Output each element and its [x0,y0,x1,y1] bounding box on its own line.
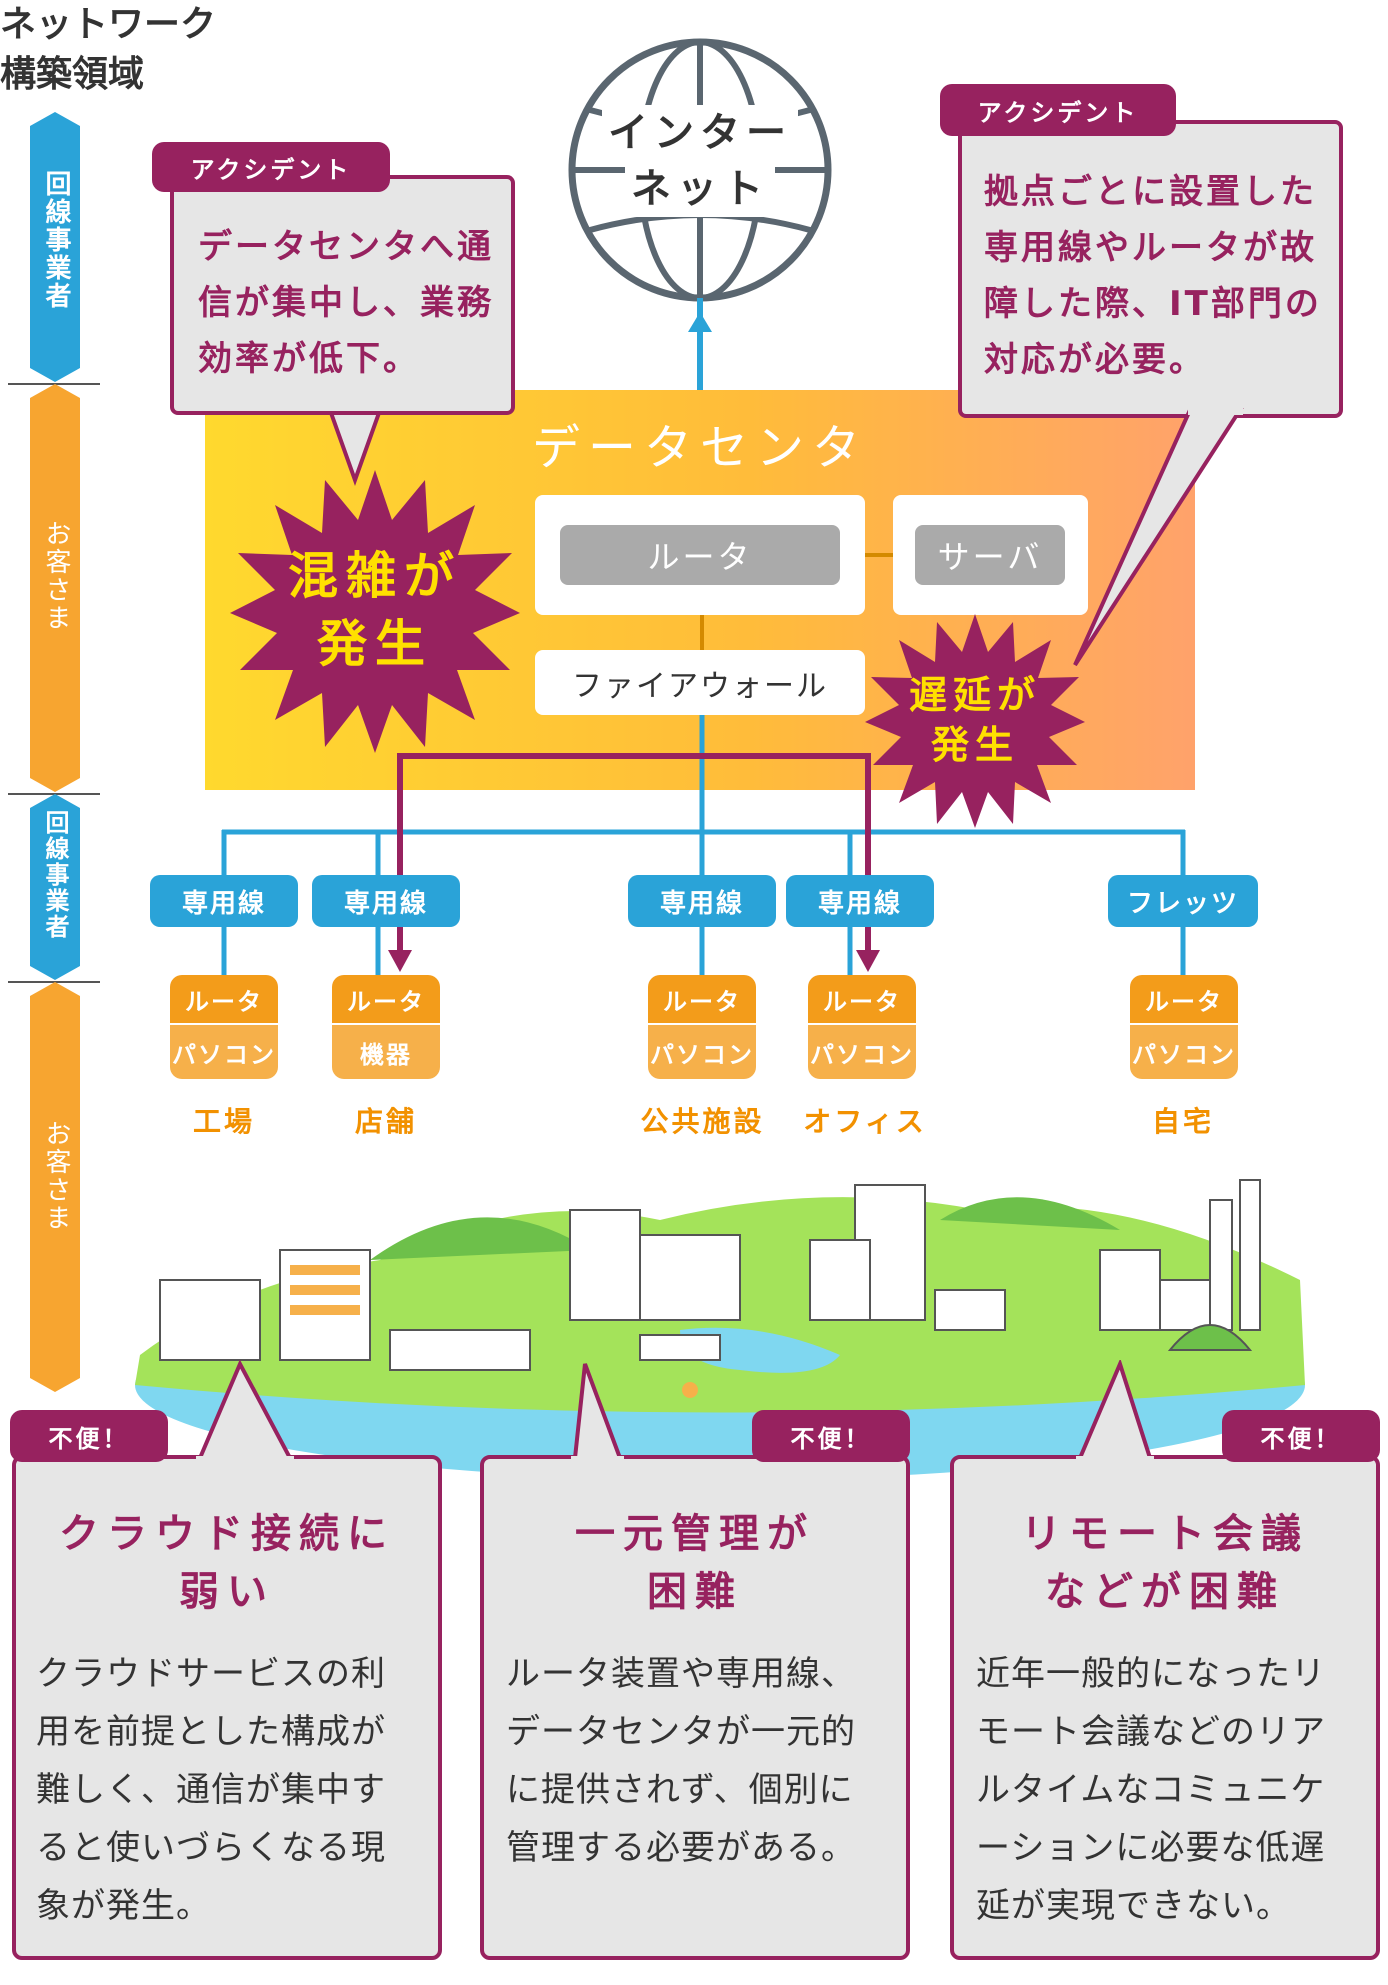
accident-left-tag: アクシデント [152,142,390,192]
device-factory-bottom: パソコン [170,1023,278,1079]
axis-title-line1: ネットワーク [0,4,217,45]
card-management-title1: 一元管理が [575,1511,815,1557]
card-management-body-1: ルータ装置や専用線、 [506,1654,856,1694]
card-cloud-body-3: 難しく、通信が集中す [36,1770,386,1810]
axis-segment-3-label: 回線事業者 [41,810,69,940]
axis-segment-2-shape [30,384,80,792]
card-cloud-title1: クラウド接続に [59,1511,395,1557]
device-home: ルータ パソコン [1130,975,1238,1079]
accident-right-tag: アクシデント [940,84,1176,136]
card-remote-body-2: モート会議などのリア [976,1712,1326,1752]
burst-left-icon [230,470,520,753]
network-lines [221,715,1186,975]
burst-right-icon [865,614,1085,828]
up-arrow-icon [688,312,712,392]
datacenter-router: ルータ [560,525,840,585]
card-management-title2: 困難 [647,1569,743,1615]
accident-left-line2: 信が集中し、業務 [198,283,494,323]
accident-left-line1: データセンタへ通 [198,227,494,267]
location-factory: 工場 [192,1105,255,1138]
axis-segment-2-label: お客さま [41,520,71,632]
line-tag-factory: 専用線 [150,875,298,927]
card-management-body-3: に提供されず、個別に [506,1770,854,1810]
card-remote-body-1: 近年一般的になったリ [976,1654,1326,1694]
card-cloud-body-2: 用を前提とした構成が [36,1712,386,1752]
card-cloud-body-4: ると使いづらくなる現 [36,1828,386,1868]
axis-segment-4-label: お客さま [41,1120,71,1232]
card-remote: リモート会議 などが困難 近年一般的になったリ モート会議などのリア ルタイムな… [950,1455,1380,1960]
device-office: ルータ パソコン [808,975,916,1079]
burst-left-line2: 発生 [317,615,433,673]
device-factory: ルータ パソコン [170,975,278,1079]
accident-right-callout: 拠点ごとに設置した 専用線やルータが故 障した際、IT部門の 対応が必要。 [958,120,1343,418]
line-tag-office: 専用線 [786,875,934,927]
burst-right-line2: 発生 [930,723,1019,767]
axis-title: ネットワーク 構築領域 [0,0,216,100]
card-management-body-4: 管理する必要がある。 [506,1828,856,1868]
location-home: 自宅 [1151,1105,1214,1138]
inconvenience-tag-1: 不便！ [10,1410,168,1462]
accident-left-line3: 効率が低下。 [198,339,420,379]
accident-right-line3: 障した際、IT部門の [984,284,1322,324]
accident-right-pointer [1073,405,1244,667]
line-tag-store: 専用線 [312,875,460,927]
device-office-bottom: パソコン [808,1023,916,1079]
card-management-body-2: データセンタが一元的 [506,1712,856,1752]
accident-right-line1: 拠点ごとに設置した [984,172,1317,212]
router-server-link [865,553,893,557]
accident-left-callout: データセンタへ通 信が集中し、業務 効率が低下。 [170,175,515,415]
card-remote-title2: などが困難 [1045,1569,1285,1615]
card-pointers [196,1360,1154,1466]
card-cloud-body-5: 象が発生。 [36,1886,211,1926]
internet-label: インター ネット [560,105,840,245]
inconvenience-tag-3: 不便！ [1222,1410,1380,1462]
device-public: ルータ パソコン [648,975,756,1079]
internet-label-line2: ネット [625,161,775,217]
card-remote-body-4: ーションに必要な低遅 [976,1828,1326,1868]
axis-title-line2: 構築領域 [0,54,145,95]
accident-right-line2: 専用線やルータが故 [984,228,1317,268]
axis-segment-4-shape [30,982,80,1392]
device-home-top: ルータ [1130,975,1238,1023]
axis-arrows [8,112,100,1392]
card-remote-body-3: ルタイムなコミュニケ [976,1770,1326,1810]
burst-right-line1: 遅延が [908,673,1041,717]
device-office-top: ルータ [808,975,916,1023]
inconvenience-tag-2: 不便！ [752,1410,910,1462]
burst-left-line1: 混雑が [288,547,462,605]
card-management: 一元管理が 困難 ルータ装置や専用線、 データセンタが一元的 に提供されず、個別… [480,1455,910,1960]
axis-segment-3-shape [30,794,80,980]
card-cloud-body-1: クラウドサービスの利 [36,1654,386,1694]
card-remote-title1: リモート会議 [1021,1511,1309,1557]
card-cloud: クラウド接続に 弱い クラウドサービスの利 用を前提とした構成が 難しく、通信が… [12,1455,442,1960]
device-factory-top: ルータ [170,975,278,1023]
device-public-bottom: パソコン [648,1023,756,1079]
device-home-bottom: パソコン [1130,1023,1238,1079]
accident-right-line4: 対応が必要。 [984,340,1206,380]
datacenter-server: サーバ [915,525,1065,585]
burst-left-text: 混雑が 発生 [240,520,510,700]
burst-right-text: 遅延が 発生 [875,655,1075,785]
device-store-top: ルータ [332,975,440,1023]
line-tag-home: フレッツ [1108,875,1258,927]
town-illustration [135,1179,1305,1480]
location-office: オフィス [803,1105,927,1138]
device-store-bottom: 機器 [332,1023,440,1079]
internet-label-line1: インター [602,105,798,161]
location-store: 店舗 [354,1105,417,1138]
location-public: 公共施設 [640,1105,765,1138]
datacenter-title: データセンタ [531,420,868,476]
card-remote-body-5: 延が実現できない。 [976,1886,1291,1926]
card-cloud-title2: 弱い [179,1569,275,1615]
device-store: ルータ 機器 [332,975,440,1079]
device-public-top: ルータ [648,975,756,1023]
axis-segment-1-label: 回線事業者 [41,170,71,310]
router-firewall-link [700,615,704,650]
axis-segment-1-shape [30,112,80,382]
datacenter-firewall: ファイアウォール [535,650,865,715]
line-tag-public: 専用線 [628,875,776,927]
